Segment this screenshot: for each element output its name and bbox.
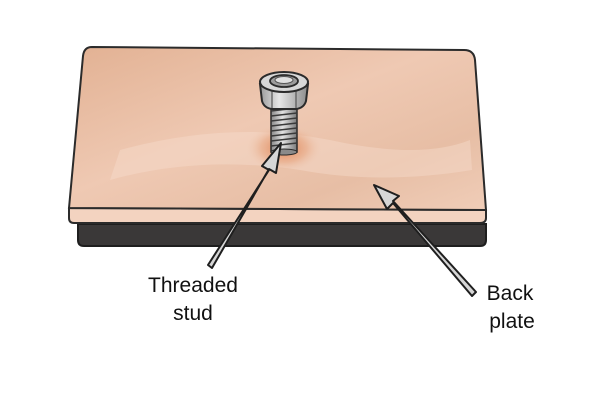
threaded-stud-arrow [207,142,282,269]
magnet-base-layer [77,223,487,247]
threaded-stud-label-line2: stud [173,302,213,325]
back-plate-label-line2: plate [489,310,535,333]
threaded-stud-label-line1: Threaded [148,274,238,297]
back-plate-edge [68,206,487,224]
hex-nut [258,71,310,110]
back-plate-arrow [373,184,477,297]
back-plate-label-line1: Back [487,282,534,305]
